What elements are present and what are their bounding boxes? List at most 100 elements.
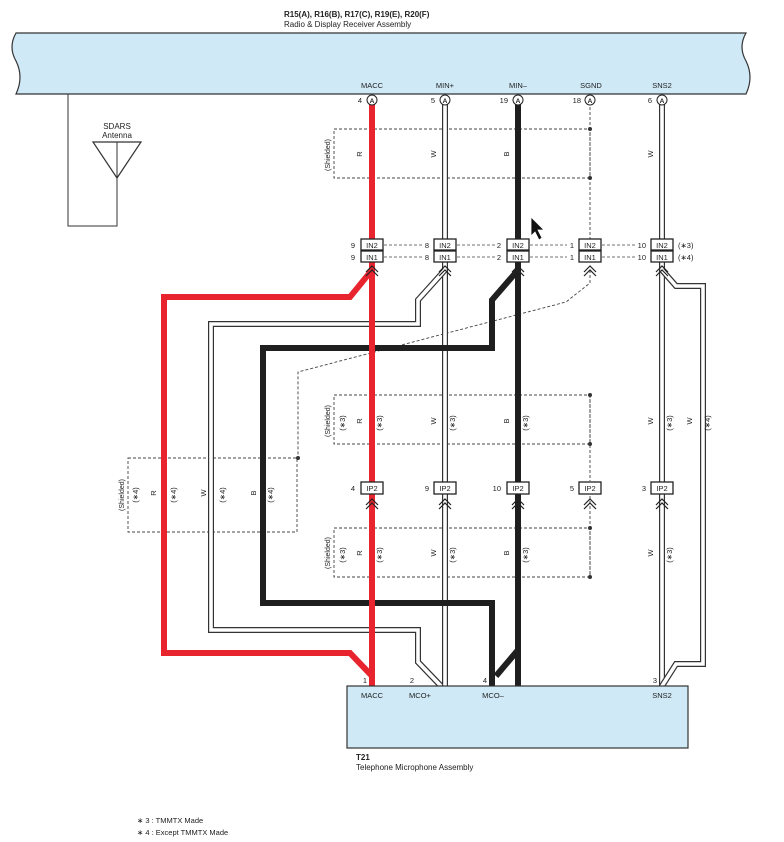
shield-box-mid	[333, 394, 591, 445]
chevron-icons	[365, 265, 669, 510]
phone-pin-number: 4	[483, 676, 487, 685]
note-marks: (∗3) (∗3) (∗3) (∗3) (∗4) (∗3) (∗3) (∗3) …	[131, 415, 712, 563]
wire-color-label: R	[355, 550, 364, 556]
min-minus-join	[493, 648, 521, 678]
shielded-label: (Shielded)	[325, 139, 332, 171]
in-connector-sgnd: IN2 IN1 1 1	[570, 238, 602, 263]
mouse-cursor-icon	[530, 216, 545, 241]
connector-label: IP2	[512, 484, 523, 493]
chevron-up-icon	[583, 265, 597, 277]
wire-color-label: W	[646, 150, 655, 158]
shielded-label: (Shielded)	[119, 479, 126, 511]
wire-color-label: W	[646, 549, 655, 557]
radio-pin-number: 19	[500, 96, 508, 105]
wire-color-labels: R W B W R W B W W R W B W R W B	[149, 150, 694, 557]
pin-a-markers: A A A A A	[366, 94, 668, 106]
wire-color-label: R	[149, 490, 158, 496]
pin-tag: A	[516, 98, 521, 105]
note-mark: (∗3)	[521, 547, 530, 563]
chevron-up-icon	[511, 265, 525, 277]
shield-dots	[296, 127, 592, 579]
note-mark: (∗3)	[521, 415, 530, 431]
phone-assembly: 1 2 4 3 MACC MCO+ MCO– SNS2 T21 Telephon…	[346, 676, 689, 772]
note-mark: (∗3)	[448, 547, 457, 563]
phone-pin-number: 3	[653, 676, 657, 685]
ip2-connector: IP2 10	[493, 481, 530, 495]
footnote: ∗ 4 : Except TMMTX Made	[137, 828, 228, 837]
wire-color-label: W	[199, 489, 208, 497]
connector-pin-number: 9	[425, 484, 429, 493]
connector-label: IN2	[512, 241, 524, 250]
connector-dashes	[384, 244, 637, 258]
phone-pin-label: SNS2	[652, 691, 672, 700]
note-mark: (∗3)	[665, 415, 674, 431]
wire-color-label: B	[249, 490, 258, 495]
pin-tag: A	[588, 98, 593, 105]
phone-pin-number: 1	[363, 676, 367, 685]
connector-label: IP2	[366, 484, 377, 493]
in-connector-min-minus: IN2 IN1 2 2	[497, 238, 530, 263]
connector-pin-number: 8	[425, 253, 429, 262]
phone-pin-number: 2	[410, 676, 414, 685]
connector-label: IN2	[656, 241, 668, 250]
note-mark: (∗4)	[703, 415, 712, 431]
note-mark: (∗4)	[266, 487, 275, 503]
footnotes: ∗ 3 : TMMTX Made ∗ 4 : Except TMMTX Made	[137, 816, 228, 837]
connector-label: IN2	[366, 241, 378, 250]
note-mark: (∗3)	[338, 415, 347, 431]
connector-pin-number: 4	[351, 484, 355, 493]
wire-color-label: B	[502, 418, 511, 423]
ip2-connector: IP2 3	[642, 481, 674, 495]
note-mark: (∗4)	[678, 253, 694, 262]
pin-tag: A	[370, 98, 375, 105]
chevron-up-icon	[511, 498, 525, 510]
connector-label: IN2	[584, 241, 596, 250]
connector-label: IN2	[439, 241, 451, 250]
phone-pin-label: MACC	[361, 691, 384, 700]
phone-code: T21	[356, 753, 370, 762]
black-wires	[260, 102, 521, 686]
connector-pin-number: 10	[493, 484, 501, 493]
wire-color-label: W	[429, 417, 438, 425]
radio-pin-label: SNS2	[652, 81, 672, 90]
connector-label: IN1	[584, 253, 596, 262]
chevron-up-icon	[655, 498, 669, 510]
connector-label: IN1	[512, 253, 524, 262]
chevron-up-icon	[365, 498, 379, 510]
chevron-up-icon	[655, 265, 669, 277]
phone-name: Telephone Microphone Assembly	[356, 763, 473, 772]
antenna-lead	[67, 94, 118, 227]
note-mark: (∗3)	[338, 547, 347, 563]
note-mark: (∗3)	[375, 415, 384, 431]
connector-label: IP2	[439, 484, 450, 493]
shielded-label: (Shielded)	[325, 405, 332, 437]
connector-pin-number: 9	[351, 241, 355, 250]
white-wires	[208, 102, 706, 689]
chevron-up-icon	[438, 265, 452, 277]
connector-pin-number: 10	[638, 253, 646, 262]
connector-label: IN1	[366, 253, 378, 262]
radio-pin-label: MACC	[361, 81, 384, 90]
min-plus-branch	[208, 267, 448, 689]
antenna-label: SDARS	[103, 122, 131, 131]
ip2-connectors: IP2 4 IP2 9 IP2 10 IP2 5 IP2 3	[351, 481, 674, 495]
radio-pin-label: MIN–	[509, 81, 528, 90]
connector-pin-number: 9	[351, 253, 355, 262]
wire-color-label: W	[429, 549, 438, 557]
connector-pin-number: 1	[570, 253, 574, 262]
note-mark: (∗3)	[448, 415, 457, 431]
note-mark: (∗3)	[375, 547, 384, 563]
pin-tag: A	[443, 98, 448, 105]
note-mark: (∗4)	[169, 487, 178, 503]
connector-pin-number: 3	[642, 484, 646, 493]
ip2-connector: IP2 4	[351, 481, 384, 495]
radio-pin-label: MIN+	[436, 81, 455, 90]
note-mark: (∗4)	[131, 487, 140, 503]
chevron-up-icon	[583, 498, 597, 510]
in-connector-sns2: IN2 IN1 10 10 (∗3) (∗4)	[638, 238, 694, 263]
phone-assembly-box	[346, 685, 689, 749]
in-connector-min-plus: IN2 IN1 8 8	[425, 238, 457, 263]
connector-label: IP2	[584, 484, 595, 493]
chevron-up-icon	[438, 498, 452, 510]
